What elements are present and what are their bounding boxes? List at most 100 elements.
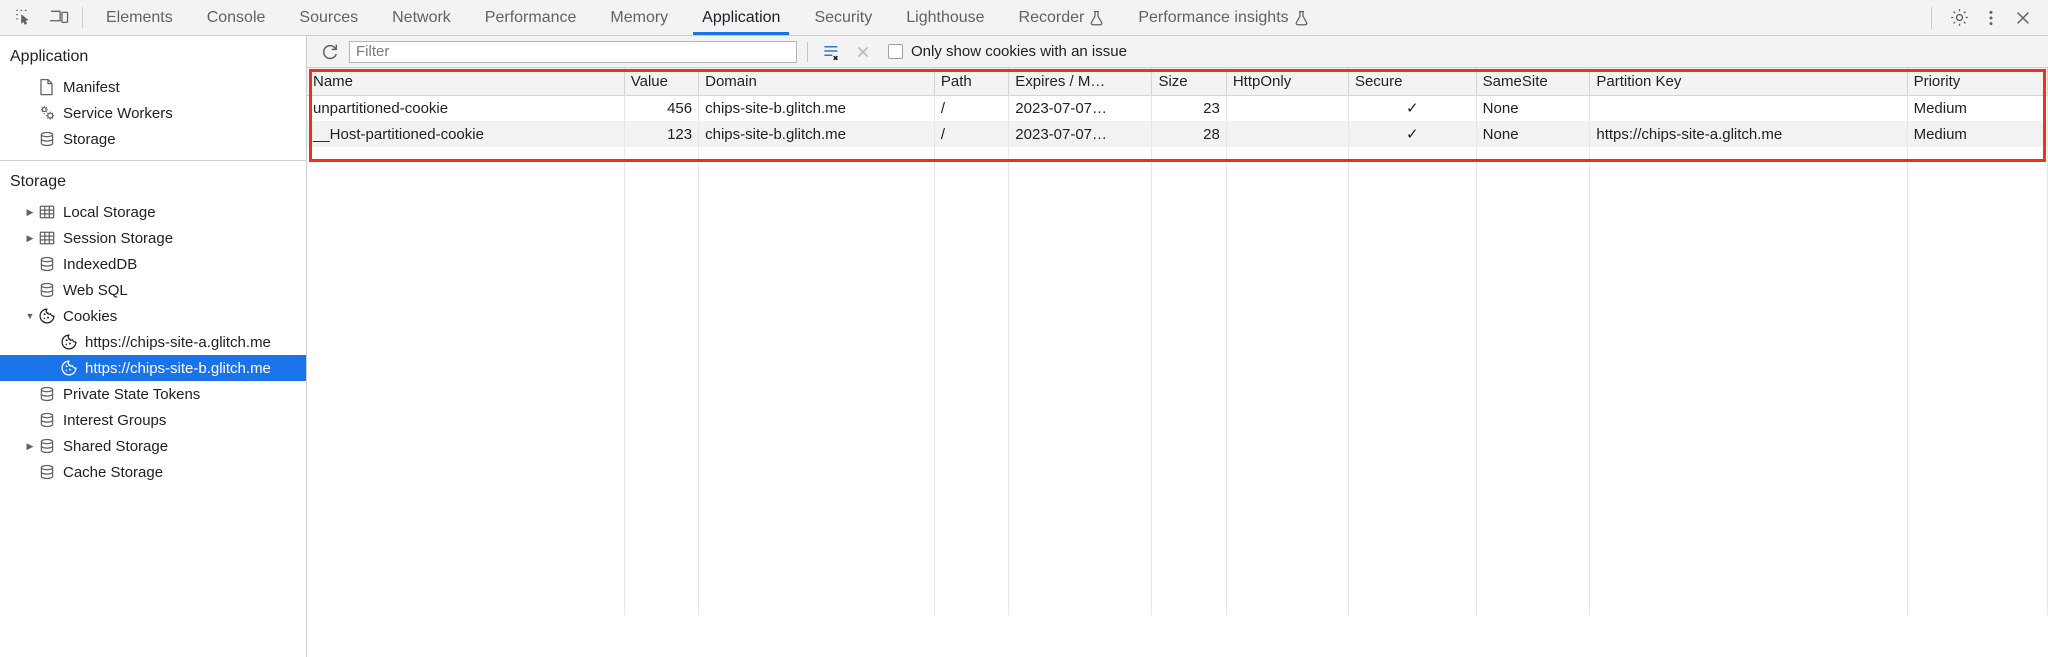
tab-elements[interactable]: Elements <box>89 0 190 35</box>
cell-partition-key[interactable]: https://chips-site-a.glitch.me <box>1589 121 1908 147</box>
tab-application[interactable]: Application <box>685 0 797 35</box>
filler-cell <box>698 433 935 459</box>
column-header-name[interactable]: Name <box>307 68 625 96</box>
filler-cell <box>624 277 700 303</box>
sidebar-item-storage[interactable]: Storage <box>0 126 306 152</box>
issue-filter-checkbox[interactable] <box>888 44 903 59</box>
sidebar-item-manifest[interactable]: Manifest <box>0 74 306 100</box>
tab-label: Lighthouse <box>906 8 985 26</box>
tab-lighthouse[interactable]: Lighthouse <box>889 0 1001 35</box>
filler-cell <box>1476 433 1591 459</box>
cell-value[interactable]: 123 <box>624 121 700 147</box>
cell-size[interactable]: 23 <box>1151 95 1227 121</box>
gear-icon[interactable] <box>1944 4 1974 32</box>
refresh-icon[interactable] <box>317 40 343 64</box>
cell-samesite[interactable]: None <box>1476 121 1591 147</box>
tab-recorder[interactable]: Recorder <box>1002 0 1122 35</box>
tab-performance[interactable]: Performance <box>468 0 594 35</box>
tab-network[interactable]: Network <box>375 0 468 35</box>
table-filler-row <box>307 329 2048 355</box>
cell-priority[interactable]: Medium <box>1907 121 2048 147</box>
cell-path[interactable]: / <box>934 95 1010 121</box>
cell-path[interactable]: / <box>934 121 1010 147</box>
tab-label: Elements <box>106 8 173 26</box>
filler-cell <box>1907 407 2048 433</box>
clear-all-cookies-icon[interactable] <box>850 40 876 64</box>
cell-priority[interactable]: Medium <box>1907 95 2048 121</box>
chevron-down-icon[interactable]: ▼ <box>25 311 35 321</box>
column-header-path[interactable]: Path <box>934 68 1010 96</box>
chevron-right-icon[interactable]: ▶ <box>26 440 34 451</box>
filler-cell <box>1476 147 1591 173</box>
filler-cell <box>698 537 935 563</box>
sidebar-item-cache-storage[interactable]: Cache Storage <box>0 459 306 485</box>
tab-console[interactable]: Console <box>190 0 283 35</box>
cell-name[interactable]: unpartitioned-cookie <box>307 95 625 121</box>
cell-name[interactable]: __Host-partitioned-cookie <box>307 121 625 147</box>
device-toolbar-icon[interactable] <box>44 4 74 32</box>
column-header-size[interactable]: Size <box>1151 68 1227 96</box>
sidebar-item-interest-groups[interactable]: Interest Groups <box>0 407 306 433</box>
cell-secure[interactable]: ✓ <box>1348 95 1477 121</box>
sidebar-item-indexeddb[interactable]: IndexedDB <box>0 251 306 277</box>
sidebar-item-shared-storage[interactable]: ▶Shared Storage <box>0 433 306 459</box>
cell-httponly[interactable] <box>1226 95 1349 121</box>
column-header-partition-key[interactable]: Partition Key <box>1589 68 1908 96</box>
close-icon[interactable] <box>2008 4 2038 32</box>
filler-cell <box>1226 433 1349 459</box>
tab-memory[interactable]: Memory <box>593 0 685 35</box>
sidebar-item-session-storage[interactable]: ▶ Session Storage <box>0 225 306 251</box>
column-header-samesite[interactable]: SameSite <box>1476 68 1591 96</box>
sidebar-item-local-storage[interactable]: ▶Local Storage <box>0 199 306 225</box>
cell-httponly[interactable] <box>1226 121 1349 147</box>
filler-cell <box>1226 407 1349 433</box>
cell-secure[interactable]: ✓ <box>1348 121 1477 147</box>
chevron-right-icon[interactable]: ▶ <box>26 206 34 217</box>
filler-cell <box>1907 433 2048 459</box>
inspect-element-icon[interactable] <box>8 4 38 32</box>
filler-cell <box>1226 199 1349 225</box>
column-header-httponly[interactable]: HttpOnly <box>1226 68 1349 96</box>
cell-expires-m[interactable]: 2023-07-07… <box>1008 95 1153 121</box>
cell-domain[interactable]: chips-site-b.glitch.me <box>698 121 935 147</box>
tab-sources[interactable]: Sources <box>282 0 375 35</box>
cell-domain[interactable]: chips-site-b.glitch.me <box>698 95 935 121</box>
filler-cell <box>1151 329 1227 355</box>
filler-cell <box>307 563 625 589</box>
clear-filter-icon[interactable] <box>818 40 844 64</box>
sidebar-item-https-chips-site-a-glitch-me[interactable]: https://chips-site-a.glitch.me <box>0 329 306 355</box>
filler-cell <box>307 355 625 381</box>
cell-samesite[interactable]: None <box>1476 95 1591 121</box>
sidebar-item-private-state-tokens[interactable]: Private State Tokens <box>0 381 306 407</box>
filler-cell <box>1008 199 1153 225</box>
filler-cell <box>624 459 700 485</box>
column-header-secure[interactable]: Secure <box>1348 68 1477 96</box>
cell-size[interactable]: 28 <box>1151 121 1227 147</box>
sidebar-item-cookies[interactable]: ▼Cookies <box>0 303 306 329</box>
filler-cell <box>1907 485 2048 511</box>
sidebar-item-service-workers[interactable]: Service Workers <box>0 100 306 126</box>
sidebar-item-web-sql[interactable]: Web SQL <box>0 277 306 303</box>
column-header-priority[interactable]: Priority <box>1907 68 2048 96</box>
sidebar-item-https-chips-site-b-glitch-me[interactable]: https://chips-site-b.glitch.me <box>0 355 306 381</box>
column-header-expires-m[interactable]: Expires / M… <box>1008 68 1153 96</box>
sidebar-section-title: Application <box>10 48 89 65</box>
chevron-right-icon[interactable]: ▶ <box>26 232 34 243</box>
experiment-flask-icon <box>1089 10 1104 26</box>
cell-partition-key[interactable] <box>1589 95 1908 121</box>
kebab-menu-icon[interactable] <box>1976 4 2006 32</box>
cell-expires-m[interactable]: 2023-07-07… <box>1008 121 1153 147</box>
column-header-domain[interactable]: Domain <box>698 68 935 96</box>
search-input[interactable] <box>349 40 797 63</box>
issue-filter-checkbox-wrap[interactable]: Only show cookies with an issue <box>882 43 1127 60</box>
tab-security[interactable]: Security <box>797 0 889 35</box>
filler-cell <box>1348 589 1477 615</box>
tab-performance-insights[interactable]: Performance insights <box>1121 0 1325 35</box>
cell-value[interactable]: 456 <box>624 95 700 121</box>
sidebar-item-label: Session Storage <box>63 229 174 247</box>
column-header-value[interactable]: Value <box>624 68 700 96</box>
table-grid-icon <box>38 203 60 221</box>
